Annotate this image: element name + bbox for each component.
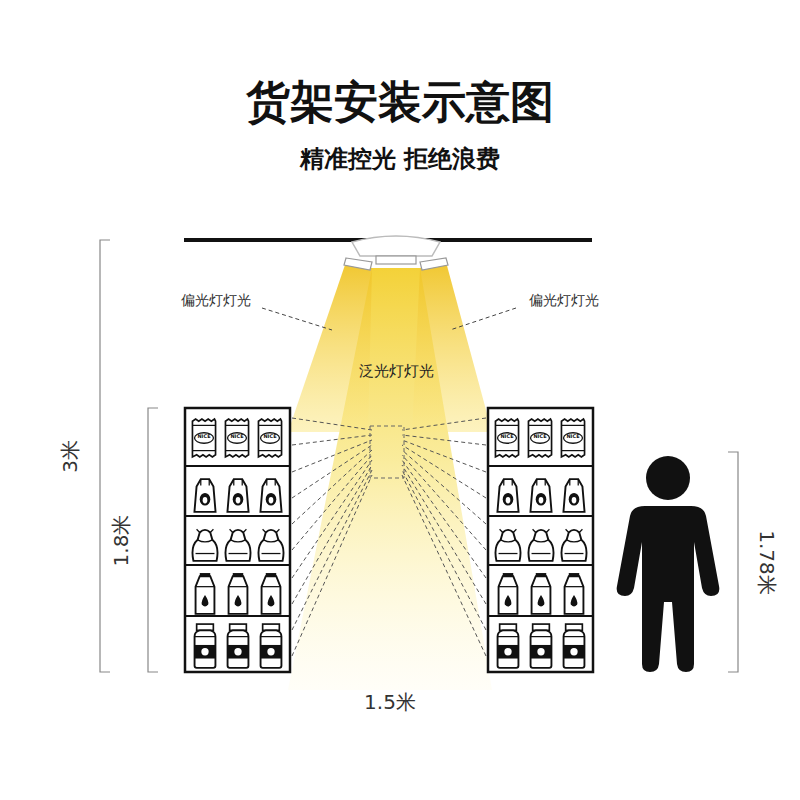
- leader-line: [450, 308, 516, 330]
- light-ray: [402, 460, 486, 578]
- package-text: NICE: [500, 434, 513, 440]
- package-text: NICE: [197, 434, 210, 440]
- light-ray: [292, 470, 372, 630]
- lamp-body: [352, 236, 440, 256]
- light-ray: [292, 418, 372, 430]
- light-ray: [292, 460, 372, 578]
- light-ray: [402, 465, 486, 604]
- light-ray: [402, 440, 486, 472]
- dimension-brackets: [100, 240, 738, 672]
- subtitle: 精准控光 拒绝浪费: [300, 146, 500, 174]
- light-ray: [402, 418, 486, 430]
- package-text: NICE: [566, 434, 579, 440]
- light-ray: [292, 445, 372, 498]
- package-text: NICE: [230, 434, 243, 440]
- beam-label: 泛光灯灯光: [359, 363, 434, 380]
- light-ray: [402, 475, 486, 656]
- light-rays: [292, 418, 486, 656]
- person-silhouette: [617, 456, 720, 672]
- dimension-label: 3米: [58, 438, 81, 475]
- light-ray: [292, 475, 372, 656]
- shelf-left: [185, 408, 290, 672]
- dimension-label: 1.78米: [755, 528, 778, 597]
- package-text: NICE: [263, 434, 276, 440]
- light-ray: [402, 445, 486, 498]
- light-ray: [402, 450, 486, 524]
- light-ray: [292, 435, 372, 445]
- light-ray: [292, 465, 372, 604]
- package-text: NICE: [533, 434, 546, 440]
- light-ray: [402, 470, 486, 630]
- dimension-label: 1.8米: [111, 512, 134, 568]
- lamp-head: [420, 258, 448, 270]
- beam-label: 偏光灯灯光: [181, 292, 251, 308]
- light-ray: [402, 435, 486, 445]
- lamp-head: [376, 256, 416, 264]
- lamp-head: [344, 258, 372, 270]
- dimension-label: 1.5米: [364, 691, 416, 714]
- light-ray: [292, 450, 372, 524]
- light-ray: [292, 440, 372, 472]
- light-ray: [292, 455, 372, 550]
- beam-label: 偏光灯灯光: [529, 292, 599, 308]
- shelf-right: [488, 408, 593, 672]
- focus-zone: [370, 426, 404, 478]
- leader-line: [262, 308, 332, 330]
- spot-beam-left: [288, 262, 372, 432]
- title: 货架安装示意图: [246, 77, 554, 128]
- spot-beam-right: [412, 262, 492, 432]
